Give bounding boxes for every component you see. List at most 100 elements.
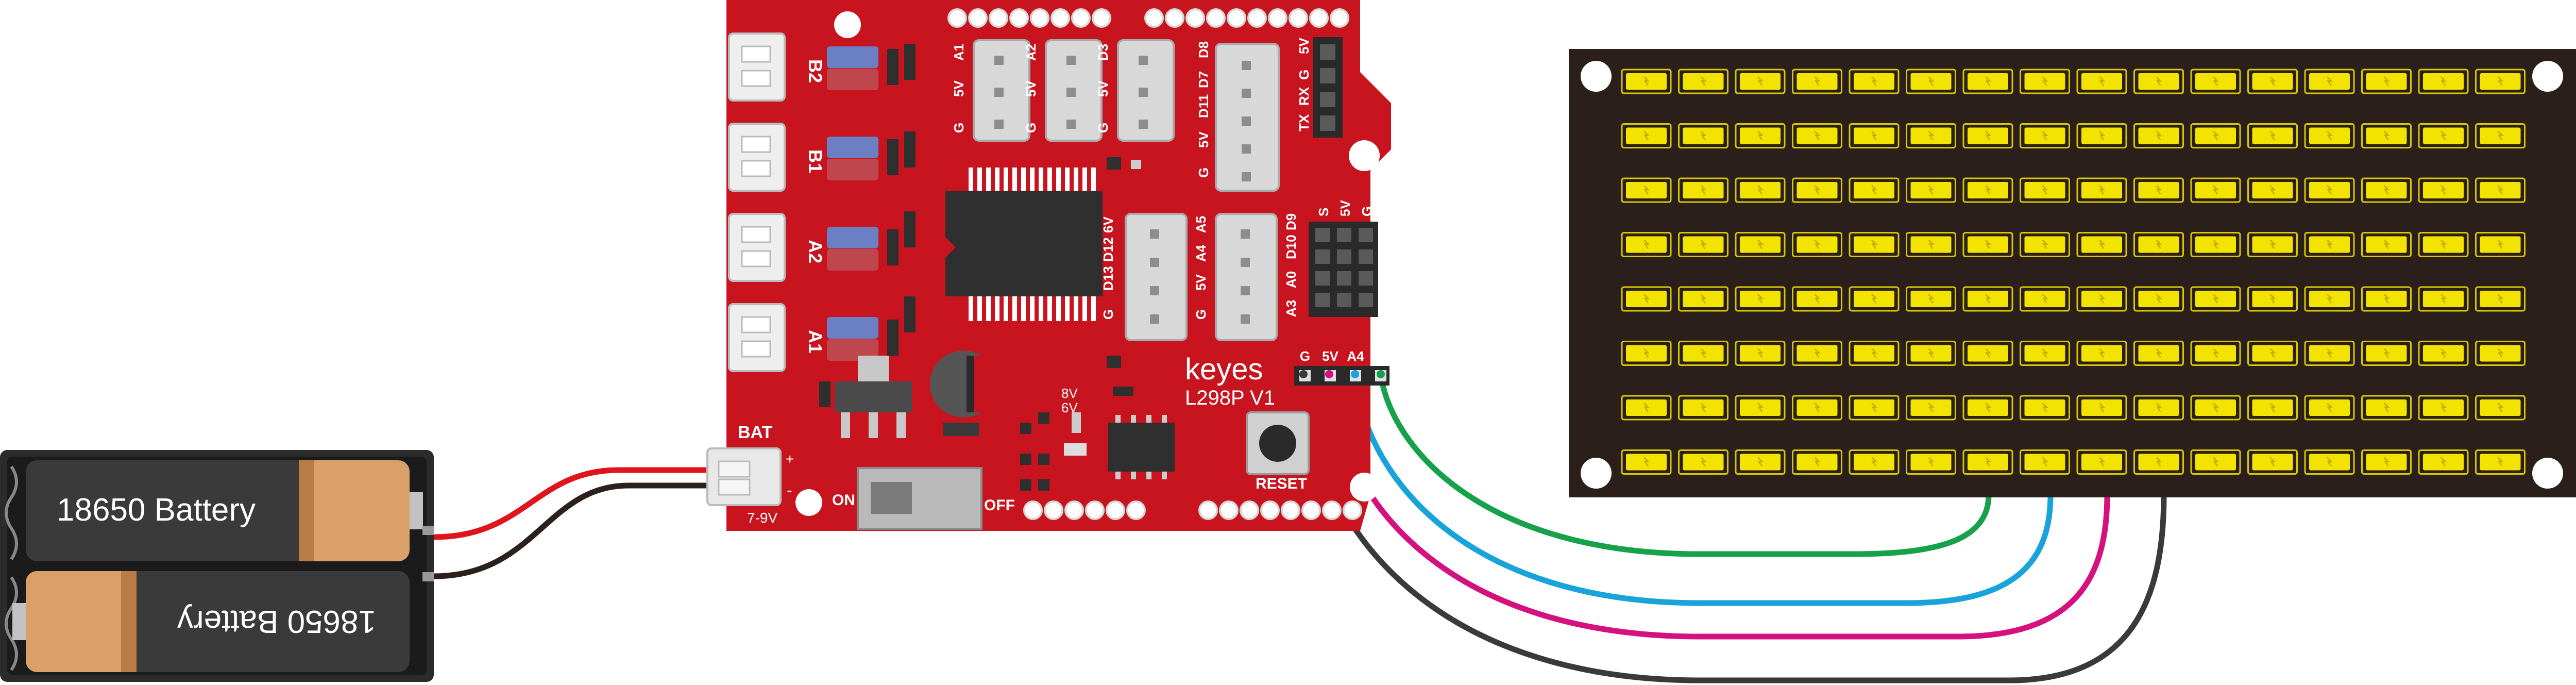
led [2076, 69, 2127, 94]
header-pin-label: G [1193, 309, 1209, 320]
pad [1044, 500, 1063, 520]
led [1735, 286, 1786, 312]
led [2304, 286, 2355, 312]
led [2076, 341, 2127, 366]
header-a2 [1045, 39, 1103, 142]
led [2020, 395, 2070, 421]
led [2361, 395, 2412, 421]
off-label: OFF [984, 497, 1015, 514]
pad [1030, 8, 1049, 28]
motor-port-b2 [728, 32, 786, 102]
header-pin-label: G [951, 123, 967, 133]
led [1621, 286, 1672, 312]
led [1678, 395, 1728, 421]
led [2020, 177, 2070, 203]
header-pin-label: G [1100, 309, 1116, 320]
header-pin-label: D13 [1100, 266, 1116, 291]
led [1906, 177, 1956, 203]
led [2361, 232, 2412, 257]
power-switch[interactable] [857, 467, 982, 530]
servo-header-label: 5V [1337, 200, 1353, 216]
pad [1227, 8, 1246, 28]
led [2020, 341, 2070, 366]
led [2247, 395, 2298, 421]
brand-label: keyes [1185, 353, 1263, 386]
led [2247, 232, 2298, 257]
header-d11-d7-d8 [1215, 43, 1280, 192]
volt-8v-label: 8V [1061, 386, 1078, 401]
battery-label-top: 18650 Battery [57, 492, 256, 528]
led [2475, 449, 2526, 475]
pad [1165, 8, 1184, 28]
motor-capacitors [827, 46, 899, 361]
led [2304, 449, 2355, 475]
led [1906, 286, 1956, 312]
led [1962, 395, 2013, 421]
volt-6v-label: 6V [1061, 400, 1078, 415]
header-pin-label: A1 [951, 44, 967, 61]
led [2190, 395, 2241, 421]
led [2133, 123, 2184, 148]
led [2361, 177, 2412, 203]
led [2190, 123, 2241, 148]
pad [1289, 8, 1308, 28]
reset-button[interactable] [1246, 411, 1310, 475]
pad [1064, 500, 1084, 520]
pad [1106, 500, 1125, 520]
l298p-chip [945, 168, 1103, 321]
i2c-pin-label: A4 [1347, 348, 1364, 364]
capacitor-pair [827, 227, 899, 271]
led [2304, 123, 2355, 148]
led [1678, 341, 1728, 366]
led-matrix [1569, 49, 2576, 497]
led [1735, 232, 1786, 257]
pad [968, 8, 988, 28]
led [1962, 123, 2013, 148]
led [2076, 123, 2127, 148]
pad [1281, 500, 1300, 520]
minus-label: - [787, 481, 792, 499]
led [1849, 177, 1900, 203]
pad [1206, 8, 1226, 28]
i2c-pin-label: G [1300, 348, 1310, 364]
voltage-regulator [835, 356, 912, 438]
led [2361, 123, 2412, 148]
servo-header-label: S [1316, 208, 1331, 216]
pad [1219, 500, 1239, 520]
led [1792, 232, 1842, 257]
motor-port-label: A1 [805, 330, 826, 354]
pad [1023, 500, 1043, 520]
battery-wires [433, 467, 716, 579]
led [2133, 232, 2184, 257]
led [2361, 449, 2412, 475]
header-pin-label: D12 [1100, 237, 1116, 262]
pad [1330, 8, 1349, 28]
pad [1050, 8, 1070, 28]
led [1678, 232, 1728, 257]
header-pin-label: 5V [1196, 131, 1211, 148]
header-pin-label: G [1023, 123, 1039, 133]
motor-port-b1 [728, 123, 786, 192]
uart-pin-label: G [1296, 70, 1312, 80]
led [2076, 232, 2127, 257]
led [1792, 177, 1842, 203]
led [1906, 232, 1956, 257]
led [1735, 341, 1786, 366]
battery-terminal [706, 447, 782, 506]
pad [1085, 500, 1105, 520]
led [1735, 69, 1786, 94]
led [1962, 177, 2013, 203]
header-pin-label: 5V [1193, 274, 1209, 291]
led [2020, 286, 2070, 312]
led [2247, 449, 2298, 475]
led [1621, 123, 1672, 148]
wire-green [1378, 374, 1992, 557]
led [1962, 69, 2013, 94]
led [1792, 449, 1842, 475]
led [2190, 232, 2241, 257]
led [2247, 177, 2298, 203]
battery-label-bottom: 18650 Battery [177, 604, 376, 639]
led [1792, 123, 1842, 148]
led [1678, 449, 1728, 475]
led [1735, 123, 1786, 148]
